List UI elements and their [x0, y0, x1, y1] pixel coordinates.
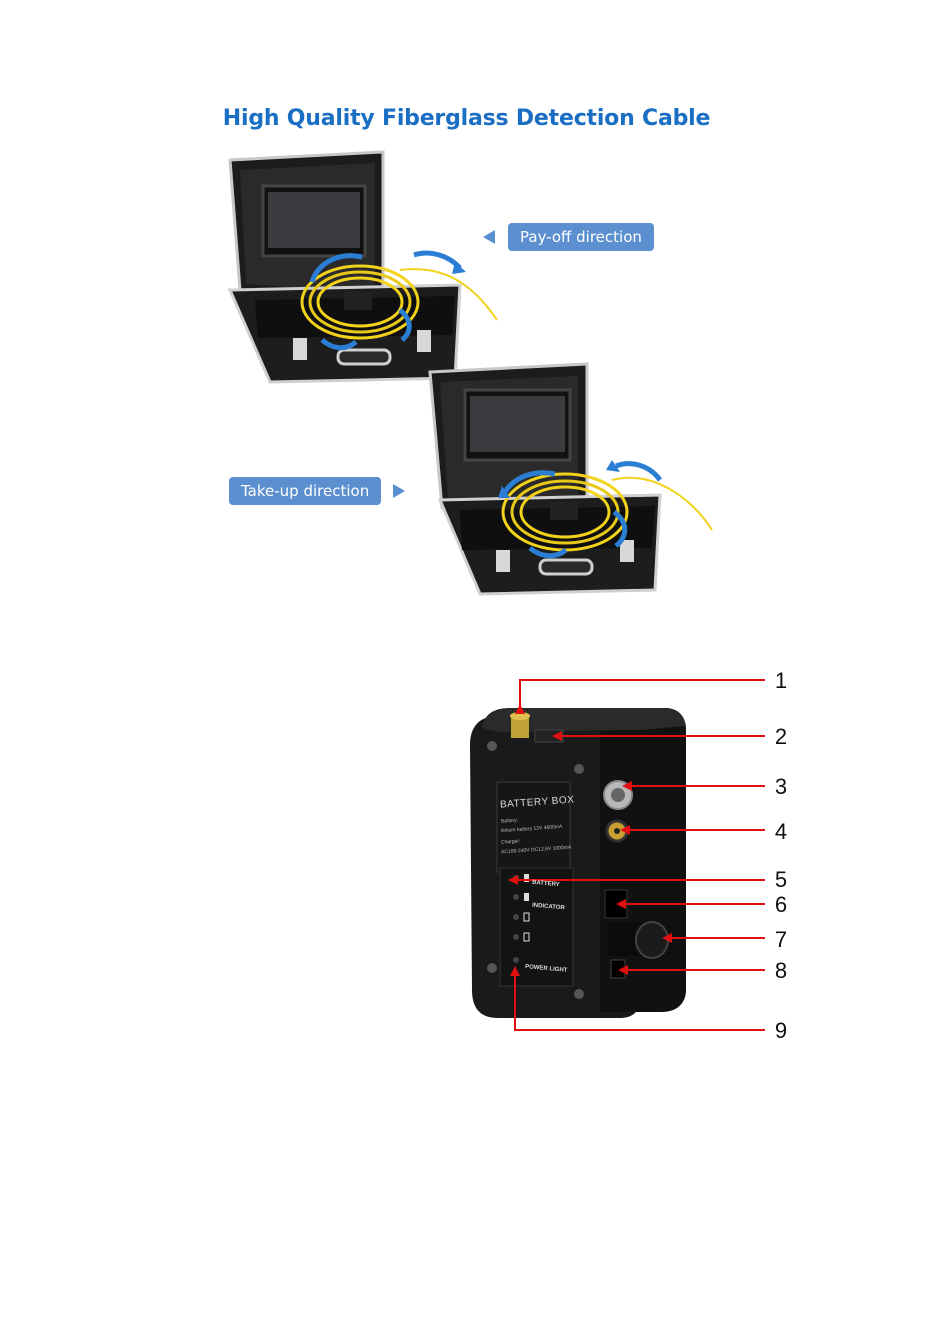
callout-number: 5: [771, 867, 791, 893]
battery-spec-line1: Battery:: [501, 817, 519, 824]
callout-number: 1: [771, 668, 791, 694]
callout-number: 9: [771, 1018, 791, 1044]
callout-number: 6: [771, 892, 791, 918]
callout-number: 8: [771, 958, 791, 984]
callout-number: 3: [771, 774, 791, 800]
callout-number: 4: [771, 819, 791, 845]
callout-number: 2: [771, 724, 791, 750]
callout-number: 7: [771, 927, 791, 953]
